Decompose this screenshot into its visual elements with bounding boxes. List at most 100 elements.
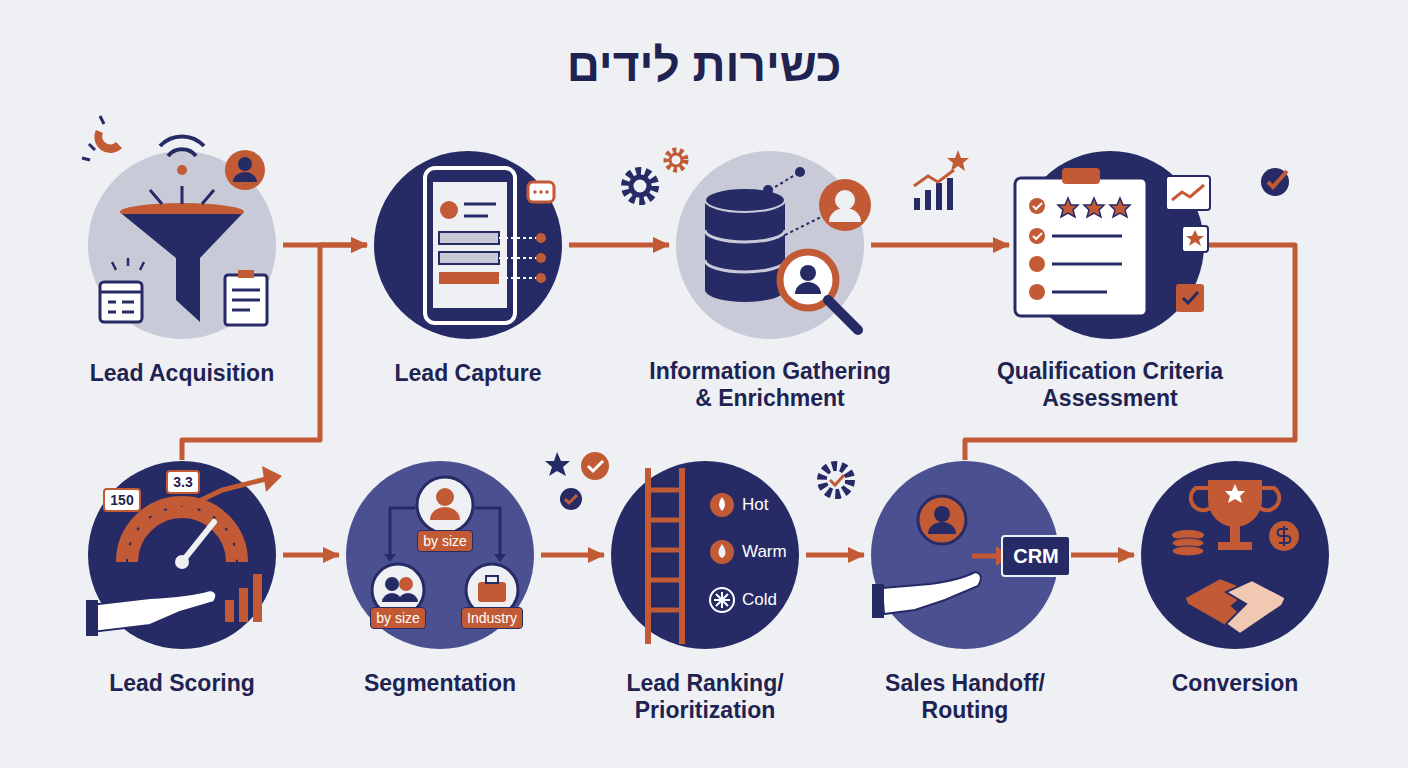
database-icon-part	[828, 300, 858, 330]
trophy-icon-part	[1230, 526, 1240, 542]
score-number: 150	[103, 488, 140, 512]
segment-icon-part	[384, 554, 506, 562]
gauge-icon-part	[239, 588, 248, 622]
clipboard-icon-part	[1029, 284, 1045, 300]
funnel-icon-part	[100, 292, 142, 312]
funnel-icon-part	[238, 270, 254, 278]
gauge-icon-part	[127, 507, 237, 562]
gear-icon-part	[670, 154, 682, 166]
handoff-icon-part	[918, 496, 966, 544]
chart-icon-part	[914, 170, 954, 186]
phone-form-icon-part	[536, 233, 546, 243]
step-label: Lead Scoring	[62, 670, 302, 697]
handoff-icon-part	[928, 522, 956, 534]
phone-form-icon-part	[464, 204, 496, 216]
clipboard-icon-part	[1029, 198, 1045, 214]
funnel-icon-part	[94, 130, 122, 153]
funnel-icon	[82, 116, 267, 325]
phone-form-icon-part	[440, 201, 458, 219]
clipboard-icon-part	[1156, 235, 1166, 237]
phone-form-icon-part	[439, 232, 499, 244]
step-label: Segmentation	[320, 670, 560, 697]
flow-arrow	[806, 553, 864, 558]
segment-icon-part	[390, 508, 500, 558]
flow-arrow	[1066, 553, 1134, 558]
clipboard-icon-part-part	[1110, 198, 1130, 217]
gauge-icon-part	[262, 466, 282, 492]
check-icons-part	[581, 452, 609, 480]
clipboard-icon-part	[1268, 171, 1287, 187]
phone-form-icon-part	[439, 252, 499, 264]
chart-icon-part	[914, 198, 920, 210]
title-layer: כשירות לידים	[0, 38, 1408, 92]
clipboard-icon-part	[1015, 178, 1147, 316]
score-number: 3.3	[166, 470, 199, 494]
circle-fill	[611, 461, 799, 649]
funnel-icon-part	[150, 186, 214, 204]
circle-fill	[1141, 461, 1329, 649]
flow-arrow	[541, 553, 604, 558]
gauge-icon-part	[127, 507, 237, 562]
segment-icon-part	[417, 477, 473, 533]
segment-icon-part	[436, 488, 454, 506]
diagram-title: כשירות לידים	[0, 38, 1408, 92]
chart-icon-part	[947, 150, 969, 171]
funnel-icon-part	[232, 290, 260, 310]
handoff-icon-part	[972, 554, 1000, 559]
phone-form-icon-part	[395, 250, 415, 270]
phone-form-icon-part	[433, 182, 507, 308]
step-label: Lead Acquisition	[57, 360, 307, 387]
ladder-icon-part	[710, 588, 734, 612]
clipboard-icon-part-part	[1084, 198, 1104, 217]
step-label: Information Gathering & Enrichment	[645, 358, 895, 412]
phone-form-icon-part	[539, 190, 543, 194]
phone-form-icon-part	[499, 238, 539, 278]
clipboard-icon-part	[1183, 292, 1198, 303]
segment-icon	[372, 477, 518, 616]
segment-icon-part	[478, 582, 506, 602]
database-icon-part	[829, 208, 861, 222]
clipboard-icon-part	[1261, 168, 1289, 196]
clipboard-icon-part	[1172, 185, 1204, 200]
phone-form-icon-part	[536, 253, 546, 263]
segment-icon-part	[399, 577, 413, 591]
database-icon-part	[770, 172, 825, 235]
clipboard-icon	[1015, 168, 1289, 316]
clipboard-icon-part	[1033, 203, 1042, 209]
handoff-icon-part	[882, 572, 981, 614]
database-icon-part	[763, 185, 773, 195]
phone-form-icon-part	[533, 190, 537, 194]
temperature-label: Hot	[742, 496, 768, 514]
circle-fill	[88, 151, 276, 339]
crm-box: CRM	[1001, 535, 1071, 577]
check-icons-part	[830, 475, 844, 485]
database-icon-part	[705, 230, 785, 272]
gear-icon	[626, 151, 685, 200]
check-icons	[545, 452, 850, 510]
step-label: Lead Capture	[343, 360, 593, 387]
ladder-icon-part	[648, 468, 682, 644]
database-icon-part	[800, 265, 816, 281]
trophy-icon-part	[1278, 526, 1291, 546]
clipboard-icon-part	[1029, 228, 1045, 244]
funnel-icon-part	[238, 157, 252, 171]
database-icon-part	[835, 190, 855, 210]
gauge-icon-part	[253, 574, 262, 622]
funnel-icon-part	[225, 150, 265, 190]
database-icon-part	[705, 188, 785, 212]
check-icons-part	[560, 488, 582, 510]
database-icon-part	[819, 179, 871, 231]
clipboard-icon-part	[1029, 256, 1045, 272]
trophy-icon-part	[1225, 484, 1245, 503]
circle-fill	[374, 151, 562, 339]
flow-arrow	[283, 553, 339, 558]
chart-icon-part	[925, 190, 931, 210]
process-circle: Lead Ranking/ Prioritization	[585, 460, 825, 724]
phone-form-icon-part	[425, 168, 515, 323]
process-circle: Lead Scoring	[62, 460, 302, 697]
gauge-icon-part	[90, 590, 216, 632]
gauge-icon-part	[175, 555, 189, 569]
phone-form-icon-part	[439, 272, 499, 284]
database-icon-part	[795, 282, 821, 294]
clipboard-icon-part	[1186, 230, 1204, 246]
